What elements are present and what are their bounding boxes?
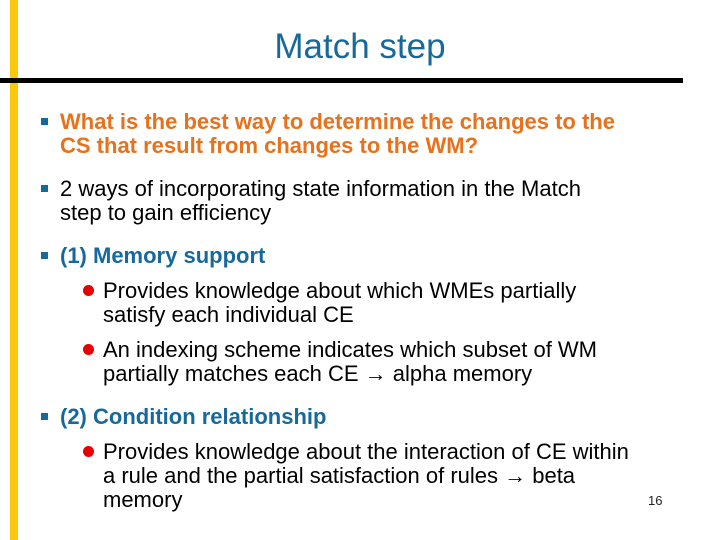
dot-bullet-icon xyxy=(83,344,94,355)
bullet-text: (2) Condition relationship xyxy=(60,404,327,429)
bullet-item: (1) Memory support xyxy=(0,244,720,268)
bullet-item: What is the best way to determine the ch… xyxy=(0,110,720,158)
dot-bullet-icon xyxy=(83,285,94,296)
sub-bullet-item: Provides knowledge about which WMEs part… xyxy=(0,279,720,327)
square-bullet-icon xyxy=(41,185,48,192)
square-bullet-icon xyxy=(41,118,48,125)
bullet-text: (1) Memory support xyxy=(60,243,266,268)
slide-title: Match step xyxy=(274,27,446,66)
sub-bullet-item: Provides knowledge about the interaction… xyxy=(0,440,720,512)
sub-bullet-item: An indexing scheme indicates which subse… xyxy=(0,338,720,386)
bullet-text: 2 ways of incorporating state informatio… xyxy=(60,176,581,225)
bullet-text: Provides knowledge about which WMEs part… xyxy=(103,278,577,327)
bullet-text: Provides knowledge about the interaction… xyxy=(103,439,629,512)
bullet-text: What is the best way to determine the ch… xyxy=(60,109,615,158)
dot-bullet-icon xyxy=(83,446,94,457)
title-underline-rule xyxy=(0,78,683,83)
square-bullet-icon xyxy=(41,413,48,420)
bullet-item: 2 ways of incorporating state informatio… xyxy=(0,177,720,225)
square-bullet-icon xyxy=(41,252,48,259)
left-accent-stripe xyxy=(10,0,18,540)
page-number: 16 xyxy=(648,493,663,508)
bullet-item: (2) Condition relationship xyxy=(0,405,720,429)
bullet-text: An indexing scheme indicates which subse… xyxy=(103,337,598,386)
slide-body: What is the best way to determine the ch… xyxy=(0,85,720,512)
